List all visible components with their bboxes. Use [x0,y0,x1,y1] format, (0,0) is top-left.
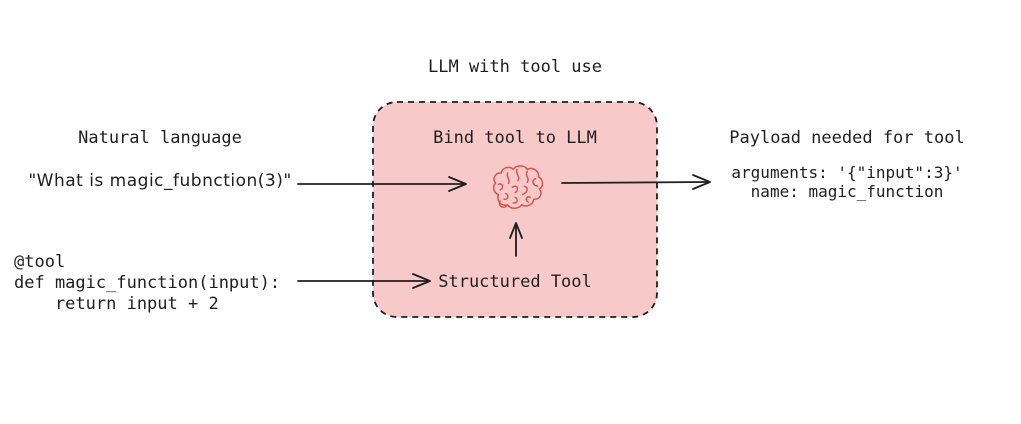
payload-block: arguments: '{"input":3}' name: magic_fun… [697,163,997,201]
tool-code-block: @tool def magic_function(input): return … [14,252,281,314]
payload-arguments-line: arguments: '{"input":3}' [731,163,963,182]
natural-language-heading: Natural language [78,128,242,148]
arrow-structured-tool-to-llm [509,222,523,257]
brain-icon [492,165,544,210]
arrow-query-to-llm [297,176,467,192]
bind-tool-heading: Bind tool to LLM [433,128,597,148]
payload-heading: Payload needed for tool [729,128,965,148]
diagram-title: LLM with tool use [428,57,602,77]
arrow-llm-to-payload [561,174,711,190]
natural-language-query: "What is magic_fubnction(3)" [28,171,292,191]
payload-name-line: name: magic_function [750,182,944,201]
structured-tool-label: Structured Tool [438,272,592,292]
